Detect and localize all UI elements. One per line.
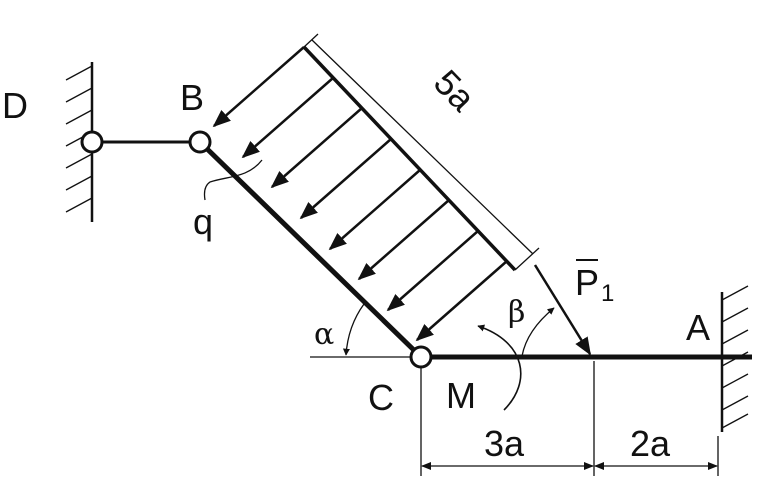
dimension-5a <box>303 33 540 271</box>
distributed-load-q <box>212 45 517 342</box>
alpha-angle <box>310 303 421 358</box>
label-3a: 3a <box>484 423 525 464</box>
label-c: C <box>368 377 394 418</box>
beta-angle <box>521 307 555 357</box>
hinge-d <box>80 130 104 154</box>
beam-bc <box>198 140 423 359</box>
moment-m <box>477 324 522 411</box>
label-5a: 5a <box>426 62 484 120</box>
dimension-3a-2a <box>420 361 719 476</box>
label-a: A <box>686 307 710 348</box>
q-leader <box>203 159 263 201</box>
label-p1: P <box>575 262 599 303</box>
label-alpha: α <box>314 317 334 352</box>
hinge-c <box>409 345 433 369</box>
label-m: M <box>446 375 476 416</box>
label-2a: 2a <box>630 423 671 464</box>
label-b: B <box>180 77 204 118</box>
label-q: q <box>193 201 213 242</box>
label-d: D <box>2 85 28 126</box>
label-p1-subscript: 1 <box>601 280 614 307</box>
hinge-b <box>188 130 212 154</box>
label-beta: β <box>508 295 525 330</box>
force-p1 <box>533 264 592 356</box>
